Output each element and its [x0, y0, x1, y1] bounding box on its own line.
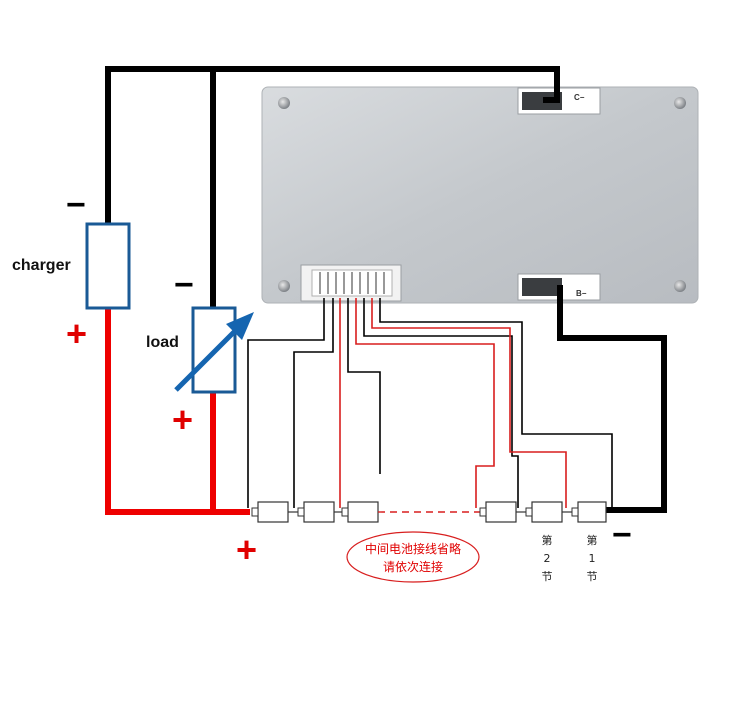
mounting-hole-bottom-right: [674, 280, 686, 292]
battery-cell-n: [251, 501, 289, 523]
bms-board: C− B−: [261, 86, 699, 304]
battery-minus-sign: −: [612, 516, 632, 554]
sense-wire-4: [347, 298, 381, 474]
sense-wire-8: [379, 298, 613, 508]
load-minus-sign: −: [174, 266, 194, 304]
cell-1-label-char3: 节: [587, 570, 598, 583]
battery-cell-3: [479, 501, 517, 523]
mounting-hole-bottom-left: [278, 280, 290, 292]
charger-component: [85, 222, 131, 310]
sense-wire-6: [363, 298, 519, 508]
balance-connector: [300, 264, 402, 302]
note-line-1: 中间电池接线省略: [365, 541, 461, 556]
cell-2-label-char3: 节: [542, 570, 553, 583]
charger-label: charger: [12, 257, 71, 274]
mounting-hole-top-right: [674, 97, 686, 109]
battery-chain: [251, 501, 607, 523]
cell-1-label: 第 1 节: [587, 533, 598, 583]
charger-minus-sign: −: [66, 186, 86, 224]
charger-plus-sign: +: [66, 313, 87, 354]
load-label: load: [146, 334, 179, 351]
cell-2-label-char1: 第: [542, 533, 553, 547]
b-minus-label: B−: [576, 289, 587, 298]
battery-plus-sign: +: [236, 529, 257, 570]
sense-wire-5: [355, 298, 495, 508]
charger-negative-wire: [105, 66, 560, 224]
sense-wire-2: [293, 298, 334, 508]
load-plus-sign: +: [172, 399, 193, 440]
omitted-wiring-note: 中间电池接线省略 请依次连接: [346, 531, 480, 583]
screw-icon: [278, 97, 290, 109]
cell-1-label-char1: 第: [587, 533, 598, 547]
mounting-hole-top-left: [278, 97, 290, 109]
charger-positive-wire: [105, 308, 250, 515]
cell-2-label-char2: 2: [544, 552, 551, 565]
sense-wires: [247, 298, 613, 508]
screw-icon: [278, 280, 290, 292]
battery-negative-wire: [557, 285, 667, 513]
cell-2-label: 第 2 节: [542, 533, 553, 583]
battery-cell-2: [525, 501, 563, 523]
load-component: [174, 306, 254, 394]
battery-cell-n-2: [341, 501, 379, 523]
battery-cell-n-1: [297, 501, 335, 523]
cell-1-label-char2: 1: [589, 552, 596, 565]
screw-icon: [674, 280, 686, 292]
arrow-icon: [174, 312, 254, 392]
main-wires: [105, 66, 667, 515]
sense-wire-7: [371, 298, 567, 508]
note-line-2: 请依次连接: [383, 559, 443, 574]
battery-cell-1: [571, 501, 607, 523]
sense-wire-1: [247, 298, 325, 508]
screw-icon: [674, 97, 686, 109]
c-minus-label: C−: [574, 93, 585, 102]
